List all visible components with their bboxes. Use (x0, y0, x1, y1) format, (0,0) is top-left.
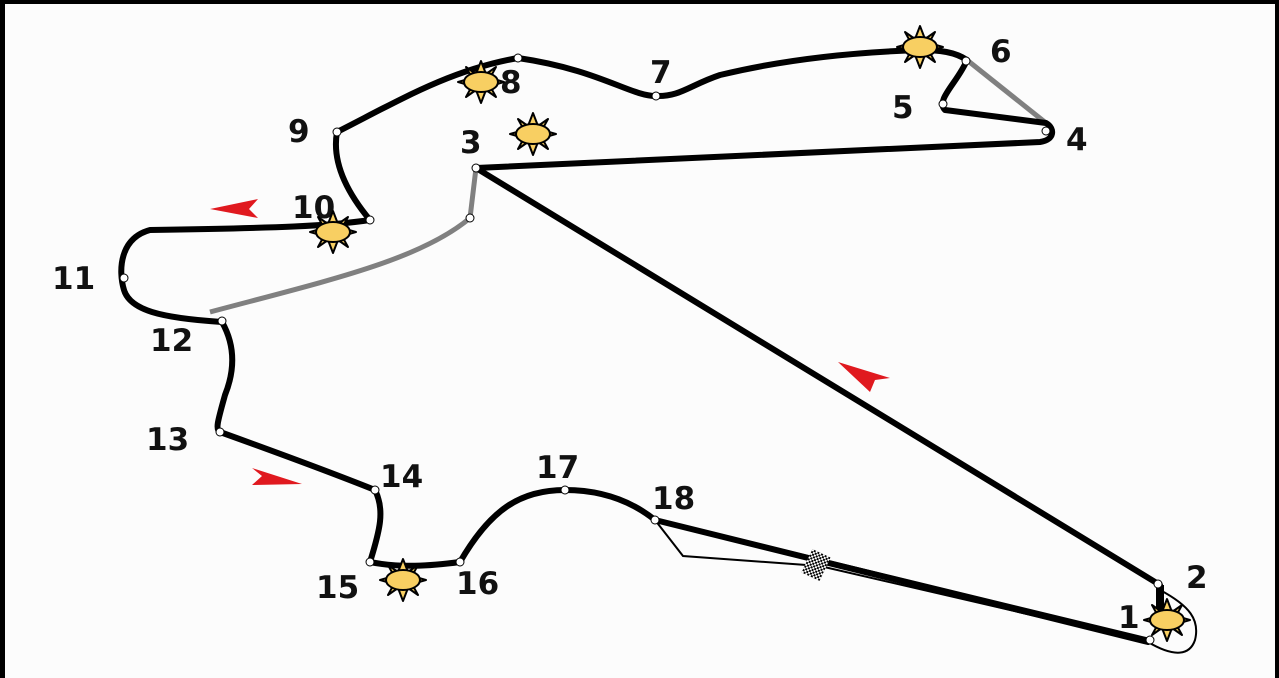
main-track-home-straight (654, 518, 1151, 642)
corner-dot (651, 91, 661, 101)
direction-arrow-icon (210, 199, 258, 218)
direction-arrow-icon (252, 468, 302, 485)
corner-dot (119, 273, 129, 283)
corner-label-1: 1 (1118, 600, 1140, 636)
pit-lane-exit (1147, 589, 1198, 654)
main-track (118, 47, 1163, 645)
corner-label-8: 8 (500, 65, 522, 101)
corner-label-11: 11 (52, 261, 95, 297)
corner-dot (455, 557, 465, 567)
corner-dot (1041, 126, 1051, 136)
corner-label-12: 12 (150, 323, 193, 359)
corner-label-7: 7 (650, 55, 672, 91)
corner-label-2: 2 (1186, 560, 1208, 596)
corner-label-16: 16 (456, 566, 499, 602)
corner-dot (332, 127, 342, 137)
corner-label-17: 17 (536, 450, 579, 486)
corner-dot (513, 53, 523, 63)
corner-label-3: 3 (460, 125, 482, 161)
corner-dot (1153, 579, 1163, 589)
corner-label-13: 13 (146, 422, 189, 458)
direction-arrow-icon (838, 362, 890, 392)
corner-label-10: 10 (292, 190, 335, 226)
sun-icon (509, 112, 557, 156)
corner-dots (119, 53, 1163, 645)
corner-label-9: 9 (288, 114, 310, 150)
alternate-track-left (209, 167, 479, 315)
corner-dot (365, 557, 375, 567)
checkered-flag-icon (801, 548, 831, 582)
corner-label-5: 5 (892, 90, 914, 126)
corner-dot (471, 163, 481, 173)
corner-label-15: 15 (316, 570, 359, 606)
corner-dot (650, 515, 660, 525)
corner-label-6: 6 (990, 34, 1012, 70)
corner-dot (370, 485, 380, 495)
corner-dot (1145, 635, 1155, 645)
corner-dot (365, 215, 375, 225)
corner-label-14: 14 (380, 459, 423, 495)
sun-icon (896, 25, 944, 69)
corner-label-18: 18 (652, 481, 695, 517)
corner-dot (560, 485, 570, 495)
corner-dot (938, 99, 948, 109)
corner-dot (961, 56, 971, 66)
corner-dot (465, 213, 475, 223)
corner-dot (217, 316, 227, 326)
sun-icon (457, 60, 505, 104)
corner-dot (215, 427, 225, 437)
alternate-track-right (965, 58, 1048, 125)
corner-label-4: 4 (1066, 122, 1088, 158)
